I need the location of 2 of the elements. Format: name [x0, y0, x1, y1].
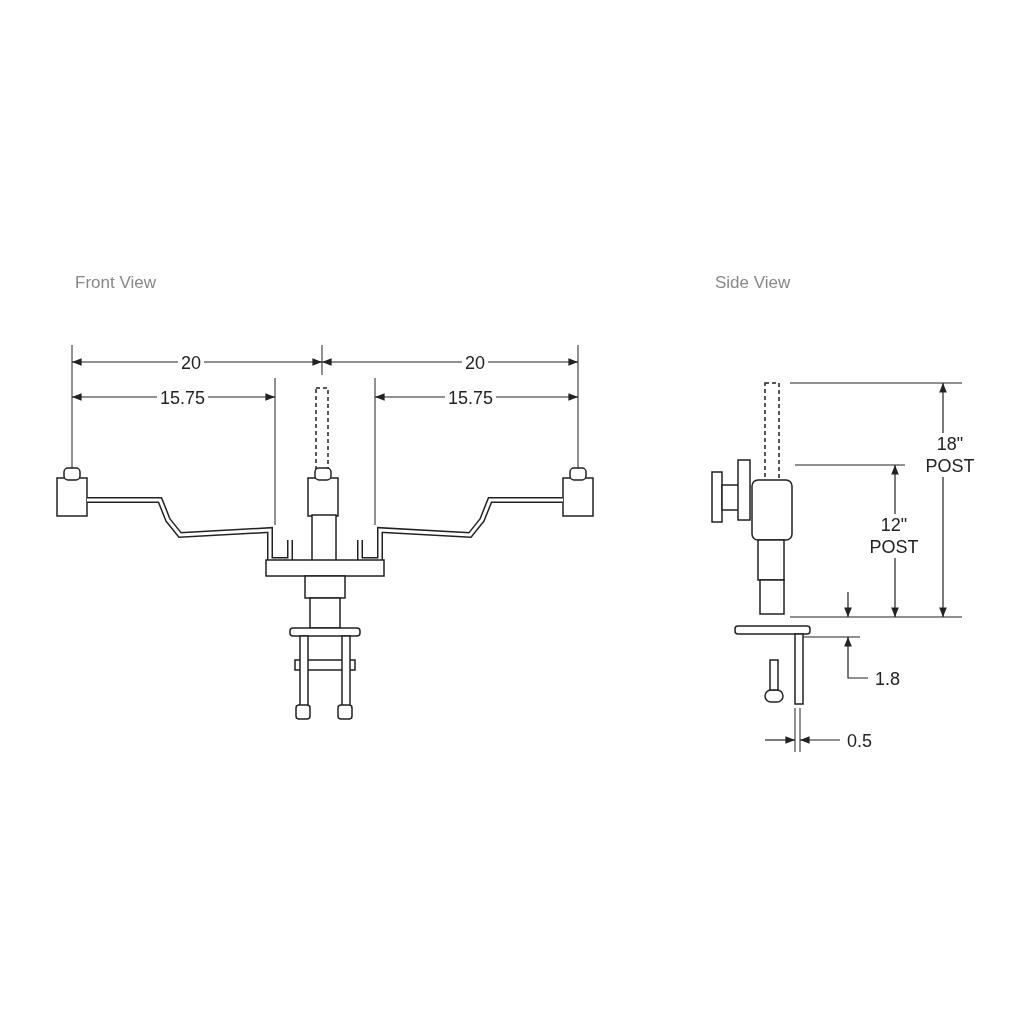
view-title: Side View: [714, 272, 792, 294]
view-title: Front View: [74, 272, 157, 294]
